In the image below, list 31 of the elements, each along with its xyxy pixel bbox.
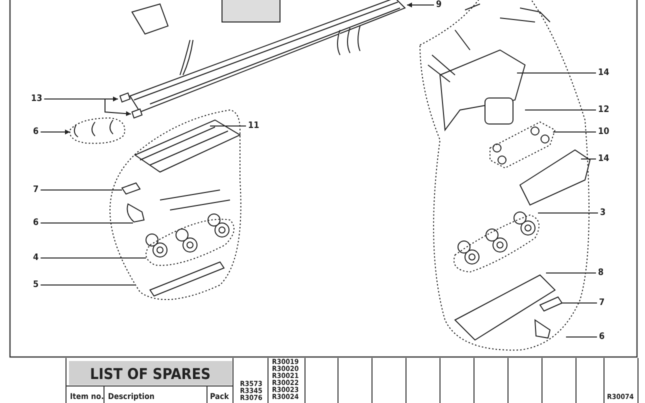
callout-number: 4 xyxy=(32,253,40,263)
column-header: Pack xyxy=(210,392,229,401)
leader-line xyxy=(44,98,132,116)
callout-number: 14 xyxy=(597,68,610,78)
leader-line xyxy=(40,222,134,224)
column-header: Item no. xyxy=(70,392,104,401)
callout-number: 13 xyxy=(30,94,44,104)
callout-number: 7 xyxy=(598,298,606,308)
callout-number: 9 xyxy=(435,0,443,10)
callout-number: 8 xyxy=(597,268,605,278)
callout-number: 14 xyxy=(597,154,610,164)
column-header: Description xyxy=(108,392,155,401)
table-title: LIST OF SPARES xyxy=(90,366,211,382)
callout-number: 12 xyxy=(597,105,610,115)
leader-line xyxy=(566,336,598,338)
callout-number: 6 xyxy=(32,218,40,228)
leader-line xyxy=(516,72,596,74)
callout-number: 5 xyxy=(32,280,40,290)
leader-line xyxy=(40,130,70,134)
callout-number: 7 xyxy=(32,185,40,195)
callout-number: 3 xyxy=(599,208,607,218)
leader-line xyxy=(40,284,136,286)
leader-line xyxy=(546,272,596,274)
leader-line xyxy=(406,2,434,8)
leader-line xyxy=(562,302,598,304)
callout-number: 10 xyxy=(597,127,610,137)
callout-number: 6 xyxy=(32,127,40,137)
callout-number: 11 xyxy=(247,121,260,131)
leader-line xyxy=(580,158,596,160)
callout-number: 6 xyxy=(598,332,606,342)
leader-line xyxy=(538,212,598,214)
